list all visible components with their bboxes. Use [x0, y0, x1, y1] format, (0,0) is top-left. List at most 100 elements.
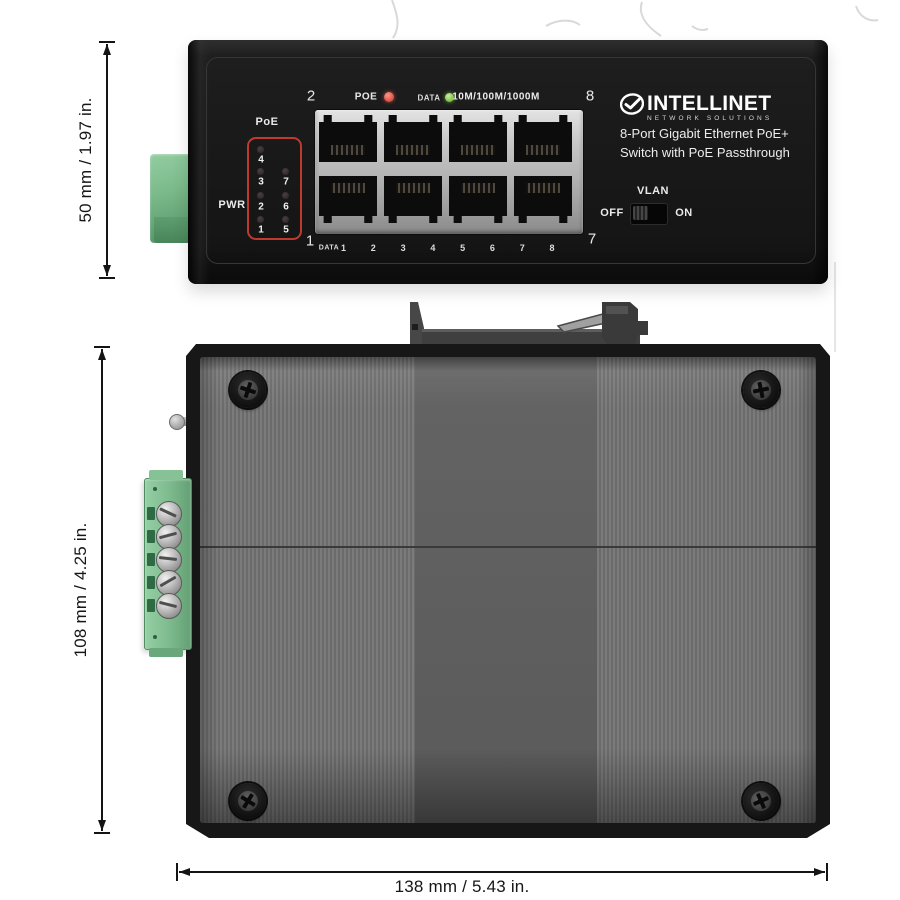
dimension-label-width: 138 mm / 5.43 in.	[394, 877, 530, 896]
arrowhead-right	[814, 868, 825, 876]
background-crumple-marks	[391, 0, 879, 39]
power-terminal-block-top	[144, 470, 192, 657]
device-left-bevel	[188, 40, 210, 284]
rj45-port-plate	[315, 110, 583, 234]
poe-led-dot	[257, 146, 264, 153]
dimension-tick	[94, 832, 110, 834]
product-description-line1: 8-Port Gigabit Ethernet PoE+	[620, 126, 789, 141]
poe-led-number: 4	[258, 154, 264, 166]
din-rail-clip	[410, 302, 648, 346]
port-label-bottom-right: 7	[587, 230, 597, 248]
dimension-tick	[94, 346, 110, 348]
top-cover	[200, 357, 816, 823]
device-right-bevel	[812, 40, 828, 284]
data-port-number: 2	[370, 243, 377, 253]
poe-led-number: 3	[258, 176, 264, 188]
terminal-hole	[153, 487, 157, 491]
heatsink-fins-right	[597, 357, 816, 823]
poe-led-dot	[282, 192, 289, 199]
dimension-tick	[176, 863, 178, 881]
terminal-screw	[156, 524, 182, 550]
poe-led-number: 6	[283, 201, 289, 213]
cover-shading	[200, 357, 816, 823]
vlan-toggle-switch	[630, 203, 668, 225]
data-port-numbers: 1 2 3 4 5 6 7 8	[341, 243, 555, 253]
pwr-label: PWR	[218, 199, 246, 211]
terminal-tab	[149, 648, 183, 657]
rj45-port	[384, 176, 442, 223]
data-row-label: DATA	[318, 244, 340, 252]
rj45-port	[514, 115, 572, 162]
rj45-port	[449, 115, 507, 162]
port-label-bottom-left: 1	[305, 232, 315, 250]
brand-tagline: NETWORK SOLUTIONS	[647, 115, 773, 122]
rj45-port	[449, 176, 507, 223]
data-port-number: 4	[430, 243, 436, 253]
intellinet-logo-icon	[620, 93, 644, 115]
terminal-wire-slot	[147, 576, 155, 589]
power-terminal-connector-front	[150, 154, 192, 243]
rj45-port	[319, 115, 377, 162]
dimension-tick	[826, 863, 828, 881]
side-bolt	[169, 414, 185, 430]
faceplate-groove	[206, 57, 816, 264]
switch-top-view	[186, 344, 830, 838]
poe-led-number: 5	[283, 224, 289, 236]
led-panel-title: PoE	[255, 116, 279, 128]
poe-status-label: POE	[354, 91, 378, 103]
data-port-number: 1	[341, 243, 347, 253]
poe-led-panel: 4 3 2 1 7 6 5	[247, 137, 302, 240]
vlan-on-label: ON	[675, 207, 693, 219]
product-description-line2: Switch with PoE Passthrough	[620, 145, 790, 160]
arrowhead-up	[103, 44, 111, 55]
terminal-screw	[156, 593, 182, 619]
dimension-line	[179, 871, 825, 873]
cover-seam-line	[200, 546, 816, 548]
arrowhead-left	[179, 868, 190, 876]
poe-led-number: 7	[283, 176, 289, 188]
dimension-tick	[99, 41, 115, 43]
data-status-label: DATA	[417, 93, 441, 103]
data-port-number: 7	[519, 243, 526, 253]
vlan-off-label: OFF	[600, 207, 624, 219]
arrowhead-up	[98, 349, 106, 360]
poe-led-dot	[282, 216, 289, 223]
poe-led-number: 2	[258, 201, 264, 213]
dimension-line	[101, 349, 103, 831]
terminal-wire-slot	[147, 507, 155, 520]
data-port-number: 8	[549, 243, 555, 253]
poe-led-dot	[257, 216, 264, 223]
vlan-toggle-knob	[633, 206, 648, 220]
data-port-number: 3	[400, 243, 407, 253]
terminal-hole	[153, 635, 157, 639]
heatsink-fins-left	[200, 357, 415, 823]
terminal-screw	[156, 501, 182, 527]
terminal-wire-slot	[147, 553, 155, 566]
port-label-top-right: 8	[585, 87, 595, 105]
brand-logo: INTELLINET	[620, 91, 771, 117]
top-cover-center-band	[415, 357, 597, 823]
port-label-top-left: 2	[306, 87, 316, 105]
rj45-port	[319, 176, 377, 223]
terminal-tab	[149, 470, 183, 480]
brand-name: INTELLINET	[647, 92, 772, 115]
poe-led-dot	[257, 192, 264, 199]
data-port-number: 5	[460, 243, 466, 253]
switch-front-view: 2 POE DATA 10M/100M/1000M 8 PoE PWR 4 3 …	[188, 40, 828, 284]
rj45-port	[514, 176, 572, 223]
arrowhead-down	[98, 820, 106, 831]
terminal-screw	[156, 547, 182, 573]
arrowhead-down	[103, 265, 111, 276]
poe-led-dot	[257, 168, 264, 175]
poe-led-dot	[282, 168, 289, 175]
poe-led-number: 1	[258, 224, 264, 236]
data-status-led	[445, 93, 454, 102]
dimension-label-top-depth: 108 mm / 4.25 in.	[71, 522, 90, 658]
dimension-line	[106, 44, 108, 276]
dimension-label-front-height: 50 mm / 1.97 in.	[76, 97, 95, 223]
terminal-wire-slot	[147, 530, 155, 543]
dimension-tick	[99, 277, 115, 279]
data-port-number: 6	[489, 243, 496, 253]
speed-label: 10M/100M/1000M	[452, 91, 540, 103]
